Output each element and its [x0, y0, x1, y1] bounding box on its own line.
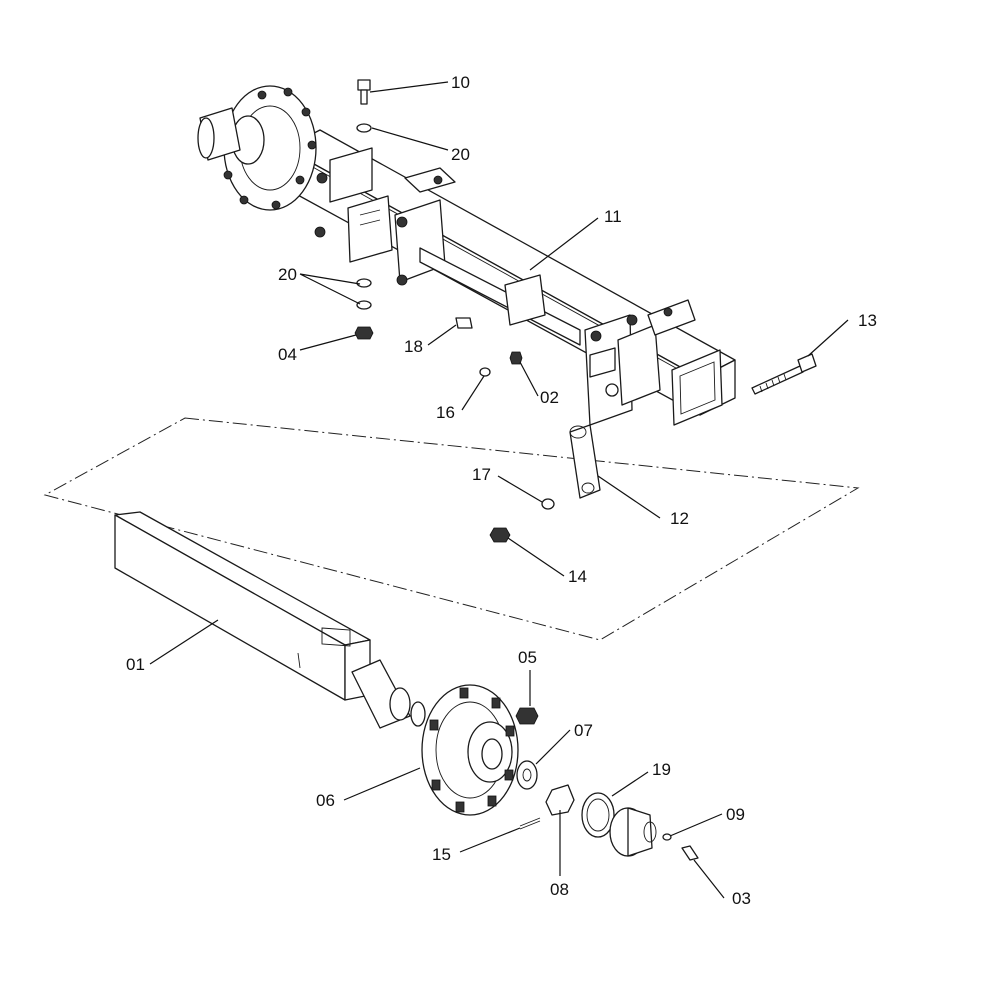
callout-05: 05 [518, 648, 537, 667]
leader-lines [149, 81, 849, 899]
wheel-nut-05 [515, 707, 539, 725]
washer-20-low [356, 300, 372, 310]
callout-02: 02 [540, 388, 559, 407]
explode-boundary [43, 417, 860, 641]
nut-14 [489, 527, 511, 543]
callout-09: 09 [726, 805, 745, 824]
castle-nut-08 [545, 784, 575, 816]
callout-08: 08 [550, 880, 569, 899]
callout-06: 06 [316, 791, 335, 810]
callout-14: 14 [568, 567, 587, 586]
axle-assembly-11 [197, 85, 736, 426]
callout-04: 04 [278, 345, 297, 364]
hub-bolts-upper [223, 87, 317, 210]
callout-17: 17 [472, 465, 491, 484]
dust-cap [609, 807, 657, 857]
bolt-10 [357, 79, 371, 105]
washer-07 [516, 760, 538, 790]
callout-01: 01 [126, 655, 145, 674]
gasket-19 [581, 792, 615, 838]
callout-18: 18 [404, 337, 423, 356]
split-pin-15 [519, 817, 541, 830]
callout-20a: 20 [451, 145, 470, 164]
link-plate-12 [569, 424, 601, 499]
washer-20-top [356, 123, 372, 133]
callout-07: 07 [574, 721, 593, 740]
callout-11: 11 [604, 207, 622, 226]
washer-20-mid [356, 278, 372, 288]
grease-nipple-18 [455, 317, 473, 329]
washer-16 [479, 367, 491, 377]
callout-13: 13 [858, 311, 877, 330]
callout-15: 15 [432, 845, 451, 864]
hub-06 [421, 684, 519, 816]
callout-16: 16 [436, 403, 455, 422]
callout-03: 03 [732, 889, 751, 908]
nut-02 [509, 351, 523, 365]
washer-09 [662, 833, 672, 841]
screw-03 [681, 845, 699, 861]
bolt-13 [751, 353, 817, 395]
washer-17 [541, 498, 555, 510]
callout-20b: 20 [278, 265, 297, 284]
nut-04 [354, 326, 374, 340]
callout-10: 10 [451, 73, 470, 92]
callout-12: 12 [670, 509, 689, 528]
stub-axle-01 [114, 511, 426, 729]
callout-19: 19 [652, 760, 671, 779]
callout-labels: 10 20 11 20 04 18 13 16 02 17 12 14 01 0… [126, 73, 877, 908]
